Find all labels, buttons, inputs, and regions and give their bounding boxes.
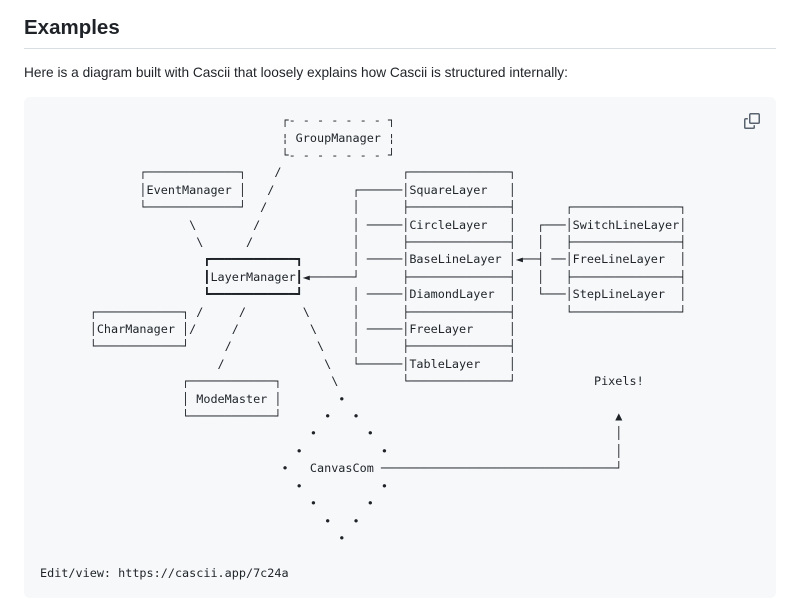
code-block: ┌- - - - - - - ┐ ¦ GroupManager ¦ └- - -… (24, 97, 776, 599)
ascii-diagram: ┌- - - - - - - ┐ ¦ GroupManager ¦ └- - -… (40, 113, 687, 580)
intro-paragraph: Here is a diagram built with Cascii that… (24, 64, 568, 80)
copy-button[interactable] (740, 109, 764, 133)
copy-icon (744, 113, 760, 130)
page-title: Examples (24, 15, 776, 49)
